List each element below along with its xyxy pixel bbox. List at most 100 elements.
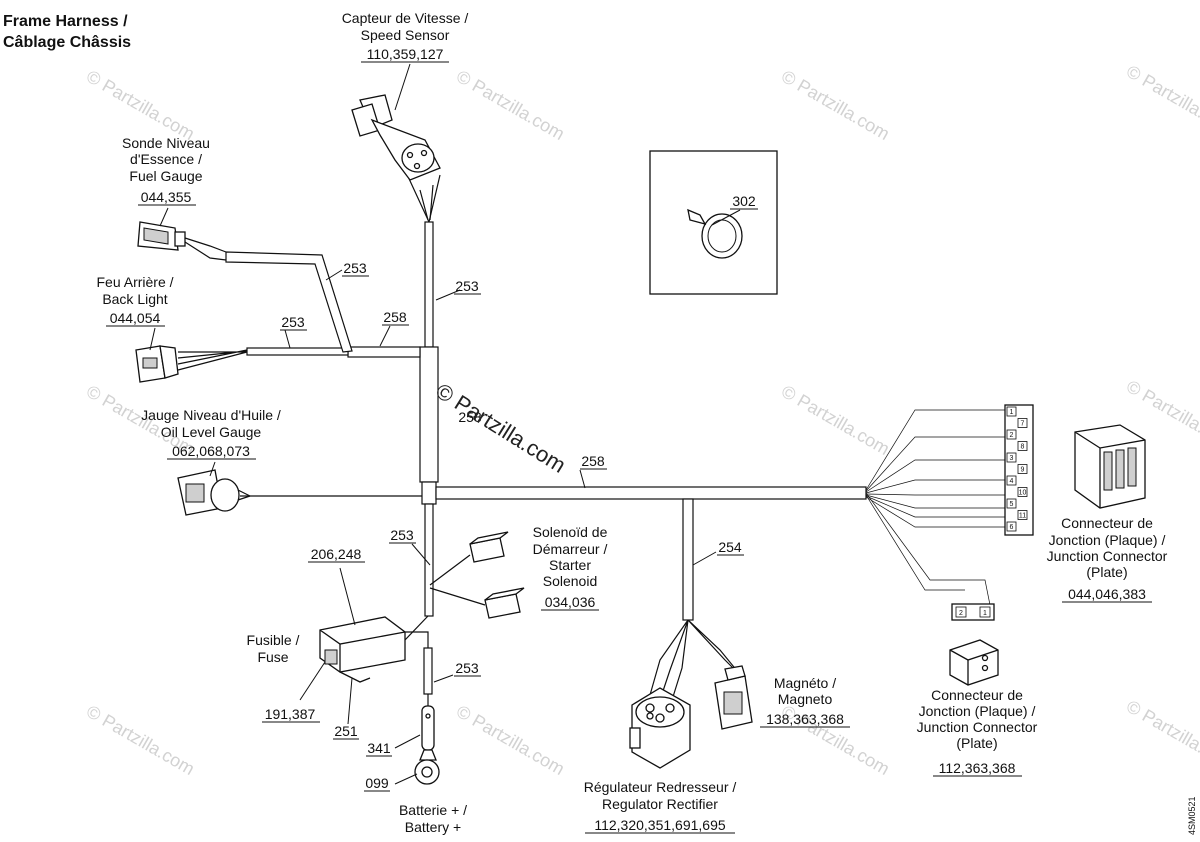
tube-ref-253-lower: 253 (390, 527, 414, 543)
pin-label: 5 (1010, 501, 1014, 508)
pin-label: 10 (1019, 490, 1027, 497)
pin-box (955, 606, 967, 618)
solenoid-label-1: Solenoïd de (533, 524, 608, 540)
magneto-ref: 138,363,368 (766, 711, 844, 727)
battery-terminal-ref: 341 (367, 740, 391, 756)
pin-label: 9 (1021, 467, 1025, 474)
diagram-code: 4SM0521 (1187, 796, 1197, 835)
battery-terminal (414, 694, 440, 785)
fuel-gauge-label-2: d'Essence / (130, 151, 202, 167)
junction-small-label-3: Junction Connector (917, 719, 1038, 735)
oil-gauge-connector (177, 469, 251, 516)
pin-box (1006, 406, 1017, 417)
battery-ring-ref: 099 (365, 775, 389, 791)
junction-small-ref: 112,363,368 (939, 760, 1016, 776)
fuse-block (319, 615, 429, 683)
watermark-text: © Partzilla.com (778, 66, 893, 144)
junction-large-label-2: Jonction (Plaque) / (1049, 532, 1166, 548)
junction-large-ref: 044,046,383 (1068, 586, 1146, 602)
pin-box (1006, 521, 1017, 532)
diagram-title-line2: Câblage Châssis (3, 34, 131, 51)
watermark-text: © Partzilla.com (83, 701, 198, 779)
regulator-connector (629, 619, 746, 769)
fuse-holder-ref: 251 (334, 723, 358, 739)
center-watermark: © Partzilla.com (431, 378, 570, 478)
back-light-label-2: Back Light (102, 291, 167, 307)
solenoid-label-4: Solenoid (543, 573, 598, 589)
tube-ref-253-fuel: 253 (343, 260, 367, 276)
pin-label: 2 (1010, 432, 1014, 439)
solenoid-label-2: Démarreur / (533, 541, 608, 557)
oil-gauge-ref: 062,068,073 (172, 443, 250, 459)
speed-sensor (351, 94, 441, 181)
solenoid-label-3: Starter (549, 557, 591, 573)
battery-label-1: Batterie + / (399, 802, 467, 818)
junction-large-label-1: Connecteur de (1061, 515, 1153, 531)
regulator-ref: 112,320,351,691,695 (594, 817, 726, 833)
harness-main-trunk (225, 221, 867, 695)
pin-box (1006, 452, 1017, 463)
tube-ref-258-middle: 258 (458, 409, 482, 425)
junction-large-connector (1074, 424, 1146, 509)
tube-ref-258-branch: 258 (383, 309, 407, 325)
pin-box (1017, 487, 1028, 497)
tube-ref-254: 254 (718, 539, 742, 555)
pin-box (1006, 429, 1017, 440)
fuse-ref-top: 206,248 (311, 546, 362, 562)
tube-ref-258-right: 258 (581, 453, 605, 469)
speed-sensor-label-en: Speed Sensor (361, 27, 450, 43)
pin-box (1017, 418, 1028, 428)
watermark-text: © Partzilla.com (1123, 61, 1200, 139)
pin-box (979, 606, 991, 618)
magneto-label-1: Magnéto / (774, 675, 836, 691)
solenoid-ref: 034,036 (545, 594, 596, 610)
back-light-label-1: Feu Arrière / (96, 274, 173, 290)
fuse-label-2: Fuse (257, 649, 288, 665)
pin-label: 3 (1010, 455, 1014, 462)
pin-label: 6 (1010, 524, 1014, 531)
leader-lines (149, 63, 741, 785)
fuel-gauge-label-3: Fuel Gauge (129, 168, 202, 184)
watermark-text: © Partzilla.com (453, 701, 568, 779)
magneto-label-2: Magneto (778, 691, 833, 707)
pin-label: 2 (959, 610, 963, 617)
junction-small-label-1: Connecteur de (931, 687, 1023, 703)
tie-strap-box (649, 150, 778, 295)
regulator-label-1: Régulateur Redresseur / (584, 779, 737, 795)
oil-gauge-label-1: Jauge Niveau d'Huile / (141, 407, 281, 423)
pin-box (1017, 510, 1028, 520)
pin-label: 4 (1010, 478, 1014, 485)
back-light-connector (135, 345, 248, 383)
battery-label-2: Battery + (405, 819, 461, 835)
regulator-label-2: Regulator Rectifier (602, 796, 718, 812)
pin-box (1017, 464, 1028, 474)
pin-label: 11 (1019, 513, 1026, 520)
watermark-text: © Partzilla.com (83, 66, 198, 144)
magneto-connector (714, 665, 753, 730)
pin-box (1017, 441, 1028, 451)
back-light-ref: 044,054 (110, 310, 161, 326)
fuel-gauge-connector (137, 221, 227, 261)
speed-sensor-wires (404, 169, 441, 223)
fuel-gauge-label-1: Sonde Niveau (122, 135, 210, 151)
pin-label: 1 (1010, 409, 1014, 416)
pin-label: 1 (983, 610, 987, 617)
tube-ref-253-upper: 253 (455, 278, 479, 294)
junction-small-label-2: Jonction (Plaque) / (919, 703, 1036, 719)
junction-small-connector (949, 639, 999, 686)
pin-box (1006, 498, 1017, 509)
pin-label: 8 (1021, 444, 1025, 451)
fuse-label-1: Fusible / (247, 632, 300, 648)
fuel-gauge-ref: 044,355 (141, 189, 192, 205)
pin-label: 7 (1021, 421, 1025, 428)
junction-small-label-4: (Plate) (956, 735, 997, 751)
watermark-text: © Partzilla.com (778, 381, 893, 459)
speed-sensor-ref: 110,359,127 (367, 46, 444, 62)
junction-large-label-4: (Plate) (1086, 564, 1127, 580)
tie-strap-ref: 302 (732, 193, 756, 209)
diagram-title-line1: Frame Harness / (3, 13, 128, 30)
